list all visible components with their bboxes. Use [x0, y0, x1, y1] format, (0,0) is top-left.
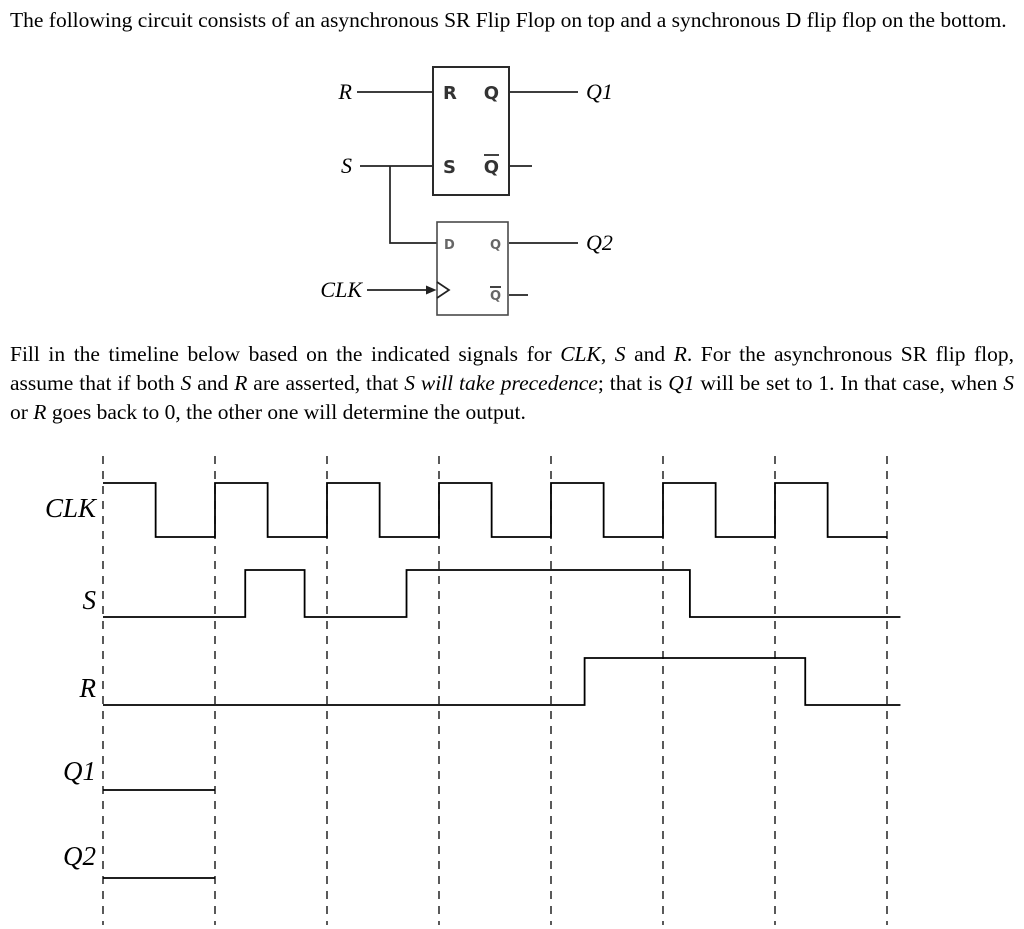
waveform-s: [103, 569, 901, 618]
clock-triangle-icon: [436, 281, 451, 299]
signal-label-q2: Q2: [63, 841, 96, 871]
text-run: ,: [600, 342, 615, 366]
text-run: R: [33, 400, 47, 425]
text-run: . For the asynchronous SR flip flop, ass…: [10, 342, 1015, 396]
text-run: R: [234, 371, 248, 396]
text-run: are asserted, that: [247, 371, 405, 396]
instructions-paragraph: Fill in the timeline below based on the …: [10, 340, 1014, 428]
text-run: CLK: [560, 342, 601, 366]
text-run: S: [1003, 371, 1015, 396]
text-run: and: [625, 342, 674, 366]
d-pin-d: D: [444, 238, 455, 253]
sr-pin-qbar: Q: [484, 157, 499, 178]
text-run: Fill in the timeline below based on the …: [10, 342, 561, 366]
text-run: R: [673, 342, 687, 366]
intro-paragraph: The following circuit consists of an asy…: [10, 8, 1007, 32]
text-run: S: [614, 342, 626, 366]
d-pin-qbar: Q: [490, 289, 501, 304]
text-run: goes back to 0, the other one will deter…: [46, 400, 526, 425]
text-run: S will take precedence: [404, 371, 598, 396]
d-pin-q: Q: [490, 238, 501, 253]
circuit-diagram: R Q S Q D Q Q R S CLK Q1 Q2: [320, 66, 613, 316]
sr-pin-q: Q: [484, 83, 499, 104]
d-flipflop-box: [436, 221, 509, 316]
label-q1: Q1: [586, 79, 613, 104]
text-run: ; that is: [597, 371, 669, 396]
signal-label-r: R: [79, 673, 97, 703]
signal-label-clk: CLK: [45, 493, 98, 523]
text-run: or: [10, 400, 34, 425]
waveform-clk: [103, 482, 887, 538]
waveform-r: [103, 657, 901, 706]
label-r: R: [338, 79, 353, 104]
text-run: Q1: [668, 371, 695, 396]
signal-label-s: S: [83, 585, 97, 615]
sr-flipflop-box: [432, 66, 510, 196]
label-s: S: [341, 153, 352, 178]
clk-arrowhead-icon: [426, 285, 437, 295]
text-run: S: [180, 371, 192, 396]
signal-label-q1: Q1: [63, 756, 96, 786]
label-clk: CLK: [320, 277, 363, 302]
label-q2: Q2: [586, 230, 613, 255]
sr-pin-s: S: [443, 157, 456, 178]
sr-pin-r: R: [443, 83, 457, 104]
wire-s-to-d-input: [389, 166, 437, 244]
text-run: will be set to 1. In that case, when: [694, 371, 1004, 396]
text-run: and: [191, 371, 235, 396]
